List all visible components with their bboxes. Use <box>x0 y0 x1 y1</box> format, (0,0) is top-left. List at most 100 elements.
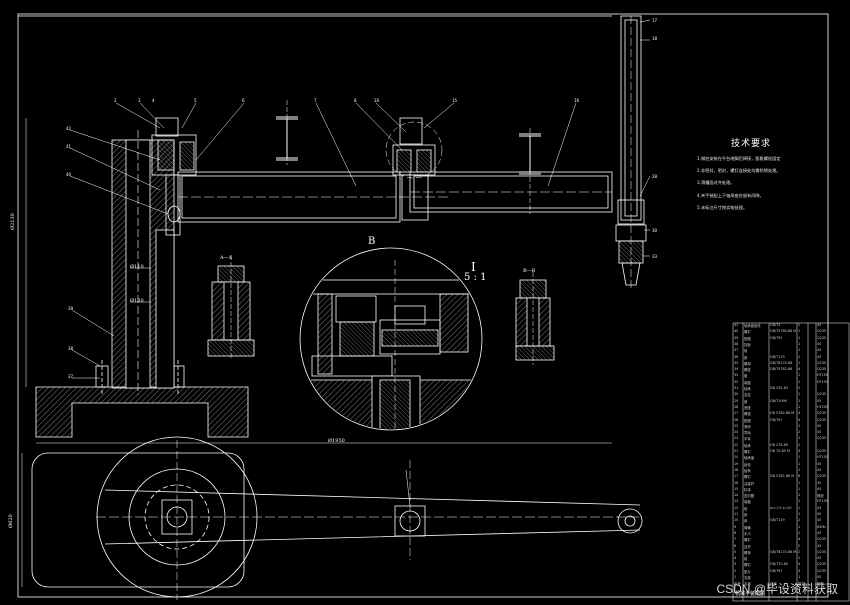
column <box>111 130 175 395</box>
svg-text:15: 15 <box>452 98 458 103</box>
bom-cell: 代号 <box>770 582 777 587</box>
svg-text:37: 37 <box>68 374 74 379</box>
bom-cell: 1 <box>798 556 801 561</box>
svg-text:30: 30 <box>652 228 658 233</box>
bom-cell: 1 <box>798 505 801 510</box>
bom-cell: GB/T119 <box>770 518 785 523</box>
bom-cell: 16 <box>734 480 739 485</box>
bom-cell: 36 <box>734 354 739 359</box>
bom-cell: HT150 <box>817 455 829 460</box>
svg-text:6: 6 <box>242 98 245 103</box>
bom-cell: HT200 <box>817 404 829 409</box>
bom-cell: 19 <box>734 461 739 466</box>
bom-cell: 38 <box>734 341 739 346</box>
bom-cell: 4 <box>798 562 801 567</box>
bom-cell: 活塞杆 <box>744 481 755 486</box>
bom-cell: 轴承盖 <box>744 456 755 461</box>
dim-col-dia-2: Ø130 <box>130 298 144 304</box>
bom-cell: GB/T5782-86 <box>770 367 793 372</box>
bom-cell: 1 <box>798 455 801 460</box>
bom-cell: 2 <box>798 549 801 554</box>
section-aa <box>207 255 255 360</box>
bom-cell: 1 <box>798 341 801 346</box>
bom-cell: GB 70-85 M <box>770 449 790 453</box>
detail-scale-label: 5 : 1 <box>464 272 487 283</box>
bom-cell: 螺钉 <box>744 330 751 335</box>
tech-requirement-item: 1.钢柱安装在平台地脚后焊接，膨胀螺栓固定 <box>697 156 781 161</box>
bom-cell: Q235 <box>817 474 827 479</box>
bom-cell: 键 <box>744 399 748 404</box>
bom-cell: 14 <box>734 493 739 498</box>
bom-cell: 橡胶 <box>817 494 824 499</box>
dim-col-dia-1: Ø110 <box>130 264 144 270</box>
bom-cell: 端盖 <box>744 500 751 505</box>
bom-cell: GB/T6170-86 M <box>770 549 797 554</box>
bom-cell: Q235 <box>817 367 827 372</box>
bom-cell: 2 <box>798 543 801 548</box>
bom-cell: 螺钉 <box>744 563 751 568</box>
end-column <box>615 15 647 290</box>
bom-cell: 螺钉 <box>744 475 751 480</box>
bom-cell: 名称 <box>744 582 751 587</box>
bom-cell: HT150 <box>817 379 829 384</box>
tech-requirement-item: 2.非密封，密封，螺钉连接处均需防锈处理。 <box>697 168 781 174</box>
svg-text:38: 38 <box>68 346 74 351</box>
bom-cell: 1 <box>798 524 801 529</box>
svg-text:4: 4 <box>152 98 155 103</box>
bom-cell: 轴承 <box>744 443 751 448</box>
bom-cell: 45 <box>817 461 822 466</box>
tech-requirement-item: 4.夹手装配上下轴承座应留有间隙。 <box>697 192 764 198</box>
section-bb <box>515 272 555 365</box>
detail-b-label: B <box>368 236 376 247</box>
svg-text:5: 5 <box>194 98 197 103</box>
drawing-frame <box>17 13 829 598</box>
svg-text:39: 39 <box>68 306 74 311</box>
bom-cell: Q235 <box>817 329 827 334</box>
leader-lines <box>69 19 651 507</box>
bom-footer-title: 机械手装配图 <box>735 590 766 597</box>
bom-cell: 41 <box>734 323 739 327</box>
bom-cell: GB/T1096 <box>770 398 787 403</box>
bom-cell: 齿条 <box>744 468 751 473</box>
bom-cell: 挡板 <box>744 342 751 347</box>
bom-cell: 4 <box>798 411 801 416</box>
dim-plan: Ø620 <box>8 514 14 528</box>
bom-cell: 1 <box>798 392 801 397</box>
bom-cell: 45 <box>817 430 822 435</box>
bom-cell: HT150 <box>817 499 829 504</box>
bom-cell: 1 <box>798 323 801 327</box>
bom-grid <box>732 322 850 602</box>
bom-cell: 45 <box>817 348 822 353</box>
bom-cell: GB/T5780-86 M <box>770 329 797 334</box>
svg-text:10: 10 <box>374 98 380 103</box>
bom-cell: GB/T97 <box>770 417 783 422</box>
bom-cell: 15 <box>734 486 739 491</box>
bom-cell: 2 <box>798 354 801 359</box>
svg-text:28: 28 <box>652 174 658 179</box>
bom-cell: 21 <box>734 449 739 453</box>
bom-cell: 1 <box>734 575 737 579</box>
bom-cell: 垫圈 <box>744 418 751 423</box>
detail-i <box>299 247 483 431</box>
bom-cell: 8 <box>734 530 737 535</box>
bom-cell: 1 <box>798 499 801 504</box>
bom-cell: 销 <box>744 355 748 360</box>
bom-cell: 密封圈 <box>744 494 755 499</box>
bom-cell: 垫圈 <box>744 336 751 341</box>
